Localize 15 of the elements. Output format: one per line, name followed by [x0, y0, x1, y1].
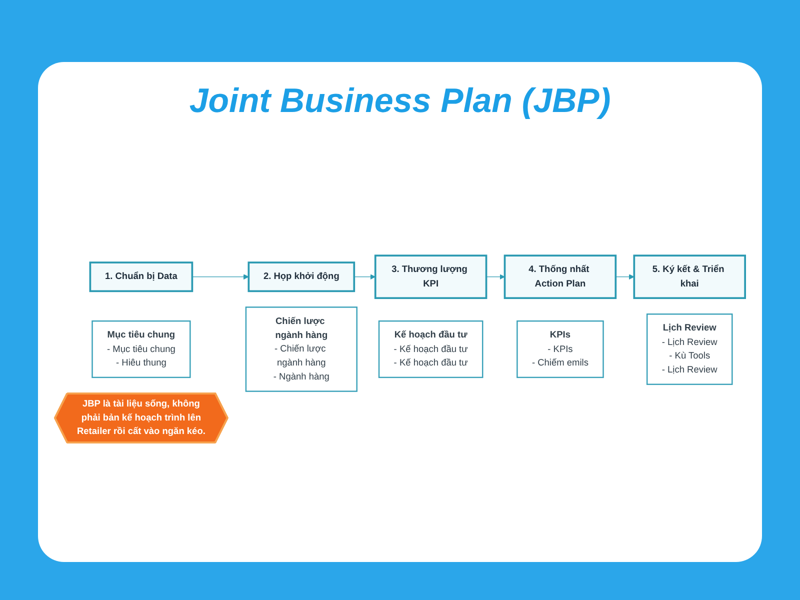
node-box: Lịch Review - Lịch Review - Kù Tools - Lịch Review [646, 314, 733, 385]
node-box: Mục tiêu chung - Mục tiêu chung - Hiêu thung [92, 320, 191, 378]
arrow [354, 274, 376, 280]
node-box: Kế hoạch đầu tư - Kế hoạch đầu tư - Kế hoạch đầu tư [378, 320, 484, 378]
node-box: Chiến lược ngành hàng - Chiến lược ngành hàng - Ngành hàng [245, 306, 358, 392]
arrow [486, 274, 505, 280]
node-box: KPIs - KPIs - Chiếm emils [516, 320, 604, 378]
node-box: 5. Ký kết & Triển khai [633, 254, 746, 299]
node-box: 2. Họp khởi động [248, 262, 356, 292]
node-box: 1. Chuẩn bị Data [89, 262, 194, 292]
arrow [615, 274, 634, 280]
arrow [192, 274, 249, 280]
node-box: 4. Thống nhất Action Plan [504, 254, 617, 299]
diagram-title: Joint Business Plan (JBP) [188, 82, 612, 121]
node-box: 3. Thương lượng KPI [374, 254, 488, 299]
